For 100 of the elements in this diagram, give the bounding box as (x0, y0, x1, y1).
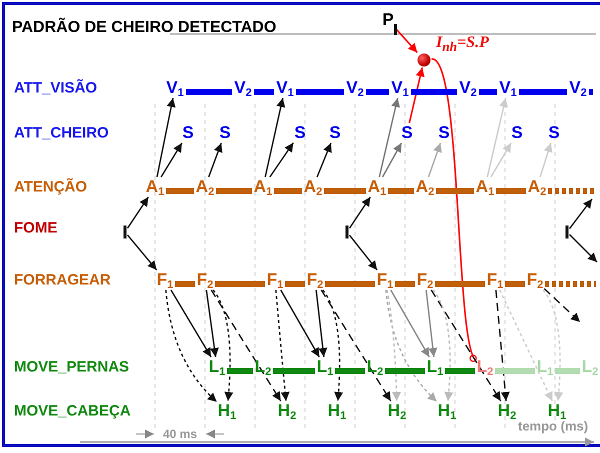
attention-event: A$_{1}$ (146, 178, 164, 196)
foraging-event: F$_{1}$ (156, 271, 174, 289)
row-label: FORRAGEAR (14, 272, 111, 288)
vision-event: V$_{1}$ (391, 79, 409, 97)
head-move-event: H$_{1}$ (218, 402, 236, 420)
arrow (210, 290, 282, 402)
arrow (170, 290, 212, 358)
foraging-event: F$_{1}$ (376, 271, 394, 289)
row-label: PADRÃO DE CHEIRO DETECTADO (12, 19, 276, 37)
foraging-event: F$_{2}$ (196, 271, 214, 289)
row-label: ATENÇÃO (14, 178, 88, 196)
arrow (378, 98, 400, 178)
arrow (430, 290, 502, 402)
head-move-event: H$_{1}$ (438, 402, 456, 420)
foraging-event: F$_{1}$ (486, 271, 504, 289)
head-move-event: H$_{1}$ (548, 402, 566, 420)
leg-move-event: L$_{2}$ (476, 358, 494, 376)
vision-event: V$_{2}$ (569, 79, 587, 97)
arrow (275, 290, 290, 402)
arrow (206, 290, 219, 358)
smell-event: S (401, 124, 413, 142)
leg-move-event: L$_{1}$ (316, 358, 334, 376)
arrow (264, 98, 286, 178)
event-tick (566, 226, 568, 238)
arrow (386, 290, 401, 402)
attention-event: A$_{2}$ (528, 178, 546, 196)
arrow (390, 290, 430, 358)
row-label: ATT_VISÃO (14, 80, 98, 96)
arrow (542, 290, 564, 402)
vision-event: V$_{1}$ (276, 79, 294, 97)
event-tick (346, 226, 348, 238)
foraging-event: F$_{2}$ (416, 271, 434, 289)
smell-event: S (329, 124, 341, 142)
smell-event: S (219, 124, 231, 142)
head-move-event: H$_{1}$ (328, 402, 346, 420)
arrow (348, 234, 378, 270)
leg-move-event: L$_{1}$ (536, 358, 554, 376)
arrow (569, 234, 598, 262)
vision-event: V$_{1}$ (499, 79, 517, 97)
attention-event: A$_{1}$ (368, 178, 386, 196)
formula-label: I$_{nh}$=S.P (436, 34, 489, 56)
arrow (385, 290, 438, 402)
smell-event: S (438, 124, 450, 142)
leg-move-event: L$_{2}$ (254, 358, 272, 376)
arrow (544, 288, 580, 323)
row-label: ATT_CHEIRO (14, 124, 109, 142)
arrow (394, 26, 418, 54)
arrow (280, 290, 320, 358)
arrow (499, 290, 553, 402)
arrow (382, 142, 402, 178)
arrow (315, 290, 328, 358)
attention-event: A$_{2}$ (196, 178, 214, 196)
arrow (156, 98, 176, 178)
axis-label: tempo (ms) (518, 418, 588, 434)
head-move-event: H$_{2}$ (388, 402, 406, 420)
arrow (486, 98, 508, 178)
vision-event: V$_{2}$ (346, 79, 364, 97)
leg-move-event: L$_{1}$ (426, 358, 444, 376)
foraging-event: F$_{2}$ (306, 271, 324, 289)
arrow (212, 290, 234, 402)
smell-event: S (511, 124, 523, 142)
leg-move-event: L$_{2}$ (582, 358, 598, 376)
attention-event: A$_{2}$ (304, 178, 322, 196)
smell-event: S (182, 124, 194, 142)
dimension-label: 40 ms (162, 427, 198, 441)
arrow (490, 142, 512, 178)
arrow (160, 142, 182, 178)
foraging-event: F$_{1}$ (266, 271, 284, 289)
arrow (322, 290, 343, 402)
smell-event: S (294, 124, 306, 142)
arrow (432, 290, 454, 402)
arrow (348, 196, 371, 229)
arrow (408, 67, 425, 124)
arrow (316, 142, 332, 178)
arrow (208, 142, 222, 178)
attention-event: A$_{2}$ (416, 178, 434, 196)
arrow (126, 234, 158, 270)
head-move-event: H$_{2}$ (278, 402, 296, 420)
smell-event: S (548, 124, 560, 142)
event-tick (124, 226, 126, 238)
attention-event: A$_{1}$ (254, 178, 272, 196)
arrow (320, 290, 392, 402)
smell-pattern-event: P (382, 11, 394, 29)
arrow (568, 198, 593, 230)
foraging-event: F$_{2}$ (526, 271, 544, 289)
head-move-event: H$_{2}$ (498, 402, 516, 420)
row-label: MOVE_PERNAS (14, 358, 130, 376)
junction-dot (418, 54, 430, 66)
leg-move-event: L$_{1}$ (208, 358, 226, 376)
vision-event: V$_{1}$ (166, 79, 184, 97)
arrow (425, 290, 438, 358)
arrow (539, 142, 552, 178)
leg-move-event: L$_{2}$ (366, 358, 384, 376)
arrow (165, 290, 218, 402)
arrow (126, 196, 149, 229)
vision-event: V$_{2}$ (459, 79, 477, 97)
inhibition-line (431, 58, 478, 362)
row-label: FOME (14, 220, 58, 236)
arrow (269, 142, 294, 178)
row-label: MOVE_CABEÇA (14, 402, 131, 420)
